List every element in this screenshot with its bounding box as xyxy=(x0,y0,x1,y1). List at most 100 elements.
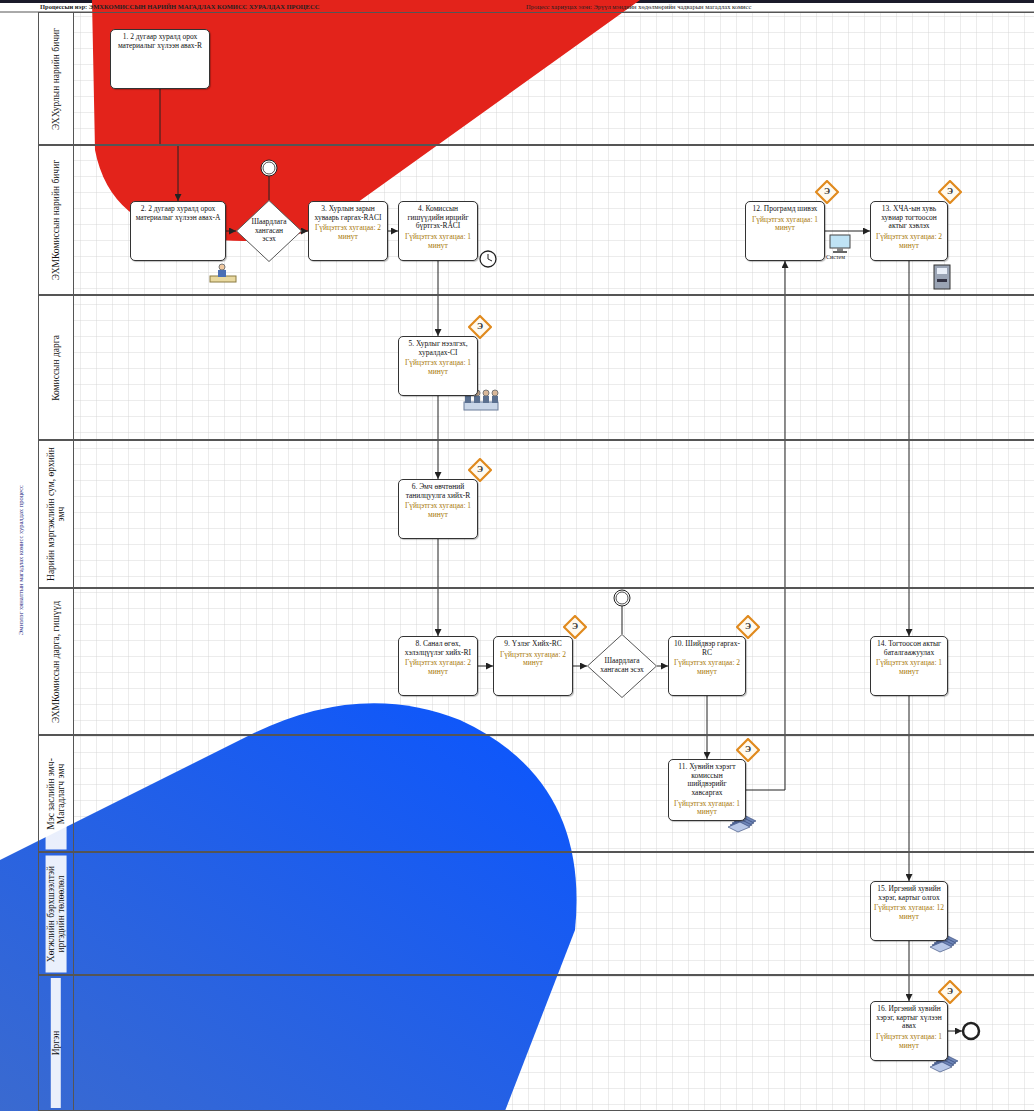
task-text: 14. Тогтоосон актыг баталгаажуулах xyxy=(874,640,944,657)
task-text: Шаардлага хангасан эсэх xyxy=(249,218,290,244)
swimlane: Хөгжлийн бэрхшээлтэй иргэдийн төлөөлөл 15… xyxy=(38,852,1034,975)
task-text: 2. 2 дугаар хуралд орох материалыг хүлээ… xyxy=(134,205,222,222)
lane-label: Иргэн xyxy=(51,978,61,1108)
badge: Э xyxy=(468,458,492,482)
final-line xyxy=(948,1031,962,1032)
duration-text: Гүйцэтгэх хугацаа: 1 минут xyxy=(672,800,742,817)
reject-line xyxy=(622,606,623,634)
flow-connector xyxy=(438,261,439,336)
swimlane: ЭХМКомиссын нарийн бичиг 2. 2 дугаар хура… xyxy=(38,145,1034,295)
duration-text: Гүйцэтгэх хугацаа: 1 минут xyxy=(402,502,474,519)
task-text: 6. Эмч өвчтөний танилцуулга хийх-R xyxy=(402,483,474,500)
swimlane: Комиссын дарга5. Хурлыг нээлгэх, хуралда… xyxy=(38,295,1034,440)
lane-header: ЭХХурлын нарийн бичиг xyxy=(38,13,74,144)
task-text: 3. Хурлын зарын хуваарь гаргах-RACI xyxy=(312,205,384,222)
timer-icon xyxy=(480,251,496,267)
flow-connector xyxy=(909,941,910,1001)
process-box: 9. Үзлэг Хийх-RC Гүйцэтгэх хугацаа: 2 мин… xyxy=(493,636,573,696)
badge-letter: Э xyxy=(736,621,760,631)
process-box: 8. Санал өгөх, хэлэлцүүлэг хийх-RIГүйцэт… xyxy=(398,636,478,696)
process-box: 14. Тогтоосон актыг баталгаажуулахГүйцэт… xyxy=(870,636,948,696)
badge: Э xyxy=(736,738,760,762)
task-text: 13. ХЧА-ын хувь хувиар тогтоосон актыг х… xyxy=(874,205,944,231)
lane-label: ЭХХурлын нарийн бичиг xyxy=(51,15,61,142)
process-box: 15. Иргэний хувийн хэрэг, картыг олгохГү… xyxy=(870,881,948,941)
flow-connector xyxy=(909,261,910,636)
task-text: 11. Хувийн хэрэгт комиссын шийдвэрийг ха… xyxy=(672,763,742,798)
badge-letter: Э xyxy=(815,186,839,196)
badge: Э xyxy=(815,180,839,204)
process-box: 11. Хувийн хэрэгт комиссын шийдвэрийг ха… xyxy=(668,759,746,821)
flow-connector xyxy=(226,231,236,232)
icon-caption: Систем xyxy=(826,254,845,260)
decision-diamond: Шаардлага хангасан эсэх xyxy=(587,634,657,698)
duration-text: Гүйцэтгэх хугацаа: 1 минут xyxy=(749,216,821,233)
process-title: Процессын нэр: ЭМХКОМИССЫН НАРИЙН МАГАДЛ… xyxy=(40,3,319,10)
final-end-event xyxy=(963,1023,979,1039)
process-box: 13. ХЧА-ын хувь хувиар тогтоосон актыг х… xyxy=(870,201,948,261)
swimlane: Нарийн мэргэжлийн сум, өрхийн эмч 6. Эмч … xyxy=(38,440,1034,588)
task-text: Шаардлага хангасан эсэх xyxy=(600,657,643,674)
lane-header: ЭХМКомиссын дарга, гишүүд xyxy=(38,589,74,734)
computer-icon xyxy=(830,235,850,253)
process-box: 12. Програмд шивэхГүйцэтгэх хугацаа: 1 м… xyxy=(745,201,825,261)
flow-connector xyxy=(478,666,493,667)
diamond-text: Шаардлага хангасан эсэх xyxy=(249,218,290,244)
lane-header: ЭХМКомиссын нарийн бичиг xyxy=(38,146,74,294)
process-owner: Процесс хариуцах эзэн: Эрүүл мэндийн хөд… xyxy=(526,3,751,10)
process-box: 1. 2 дугаар хуралд орох материалыг хүлээ… xyxy=(110,29,210,89)
badge: Э xyxy=(938,980,962,1004)
task-text: 12. Програмд шивэх xyxy=(749,205,821,214)
task-text: 15. Иргэний хувийн хэрэг, картыг олгох xyxy=(874,885,944,902)
duration-text: Гүйцэтгэх хугацаа: 2 минут xyxy=(312,224,384,241)
flow-connector xyxy=(825,231,870,232)
task-text: 9. Үзлэг Хийх-RC xyxy=(497,640,569,649)
lane-header: Нарийн мэргэжлийн сум, өрхийн эмч xyxy=(38,441,74,587)
end-event xyxy=(263,162,275,174)
badge-letter: Э xyxy=(563,621,587,631)
badge-letter: Э xyxy=(938,986,962,996)
flow-connector xyxy=(746,261,785,790)
reject-line xyxy=(269,176,270,200)
duration-text: Гүйцэтгэх хугацаа: 1 минут xyxy=(874,1033,944,1050)
swimlane: Мэс заслийн эмч-Магадлагч эмч 11. Хувийн … xyxy=(38,735,1034,852)
decision-diamond: Шаардлага хангасан эсэх xyxy=(236,200,302,262)
duration-text: Гүйцэтгэх хугацаа: 12 минут xyxy=(874,904,944,921)
task-text: 4. Комиссын гишүүдийн ирцийг бүртгэх-RAC… xyxy=(402,205,474,231)
flow-connector xyxy=(438,396,439,479)
lane-header: Иргэн xyxy=(38,976,74,1110)
duration-text: Гүйцэтгэх хугацаа: 2 минут xyxy=(874,233,944,250)
badge: Э xyxy=(938,180,962,204)
swimlane: ЭХХурлын нарийн бичиг 1. 2 дугаар хуралд … xyxy=(38,12,1034,145)
flow-connector xyxy=(573,666,587,667)
diamond-text: Шаардлага хангасан эсэх xyxy=(600,657,643,674)
process-box: 4. Комиссын гишүүдийн ирцийг бүртгэх-RAC… xyxy=(398,201,478,261)
swimlane: Иргэн16. Иргэний хувийн хэрэг, картыг хү… xyxy=(38,975,1034,1111)
badge: Э xyxy=(736,615,760,639)
flow-connector xyxy=(388,231,398,232)
flow-connector xyxy=(909,696,910,881)
flow-connector xyxy=(657,666,668,667)
side-title: Эмнэлэг хяналтын магадлах комисс хуралда… xyxy=(17,350,24,770)
end-event xyxy=(614,590,630,606)
lane-label: Нарийн мэргэжлийн сум, өрхийн эмч xyxy=(46,443,67,585)
lane-header: Мэс заслийн эмч-Магадлагч эмч xyxy=(38,736,74,851)
lane-label: ЭХМКомиссын нарийн бичиг xyxy=(51,148,61,292)
duration-text: Гүйцэтгэх хугацаа: 2 минут xyxy=(497,651,569,668)
lane-label: ЭХМКомиссын дарга, гишүүд xyxy=(51,591,61,732)
badge-letter: Э xyxy=(468,464,492,474)
process-box: 2. 2 дугаар хуралд орох материалыг хүлээ… xyxy=(130,201,226,261)
badge-letter: Э xyxy=(938,186,962,196)
clerk-icon xyxy=(210,264,236,282)
badge-letter: Э xyxy=(468,321,492,331)
lane-label: Комиссын дарга xyxy=(51,298,61,437)
process-box: 10. Шийдвэр гаргах-RCГүйцэтгэх хугацаа: … xyxy=(668,636,746,696)
flow-connector xyxy=(707,696,708,759)
swimlane: ЭХМКомиссын дарга, гишүүд 8. Санал өгөх, … xyxy=(38,588,1034,735)
lane-label: Хөгжлийн бэрхшээлтэй иргэдийн төлөөлөл xyxy=(46,855,67,972)
lane-header: Хөгжлийн бэрхшээлтэй иргэдийн төлөөлөл xyxy=(38,853,74,974)
duration-text: Гүйцэтгэх хугацаа: 1 минут xyxy=(402,359,474,376)
lane-header: Комиссын дарга xyxy=(38,296,74,439)
